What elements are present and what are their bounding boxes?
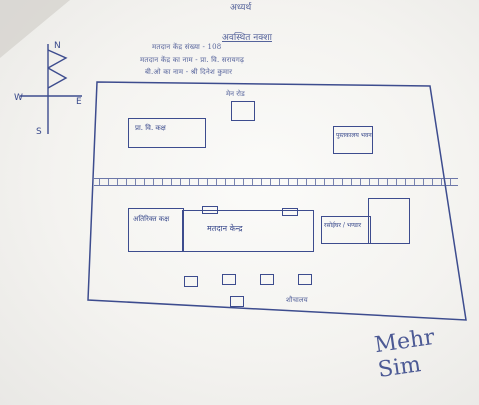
kitchen-room-label: रसोईघर / भण्डार	[324, 222, 362, 229]
toilet-block-5	[230, 296, 244, 307]
kitchen-annex	[368, 198, 410, 244]
polling-room: मतदान केन्द्र	[182, 210, 314, 252]
subtitle-line-2: मतदान केंद्र का नाम - प्रा. वि. सरायगढ़	[140, 56, 245, 64]
subtitle-line-1: मतदान केंद्र संख्या - 108	[152, 43, 222, 51]
compass-south: S	[36, 127, 42, 137]
additional-room: अतिरिक्त कक्ष	[128, 208, 184, 252]
compass-east: E	[76, 97, 82, 107]
compass-icon: N W E S	[14, 41, 82, 137]
toilet-block-3	[260, 274, 274, 285]
polling-room-label: मतदान केन्द्र	[207, 224, 243, 233]
toilet-block-1	[184, 276, 198, 287]
toilet-block-4	[298, 274, 312, 285]
toilet-block-2	[222, 274, 236, 285]
road-divider	[94, 178, 458, 186]
left-building-label: प्रा. वि. कक्ष	[135, 124, 166, 132]
top-box	[231, 101, 255, 121]
subtitle-line-3: बी.ओ का नाम - श्री दिनेश कुमार	[145, 68, 233, 76]
left-building: प्रा. वि. कक्ष	[128, 118, 206, 148]
kitchen-room: रसोईघर / भण्डार	[321, 216, 371, 244]
map-title: अवस्थित नक्शा	[222, 33, 272, 43]
door-left	[202, 206, 218, 214]
additional-room-label: अतिरिक्त कक्ष	[133, 215, 170, 223]
right-building-label: पुस्तकालय भवन	[336, 132, 372, 139]
folded-corner	[0, 0, 70, 58]
top-box-label: मेन रोड	[226, 90, 245, 98]
compass-north: N	[54, 41, 61, 51]
top-label: अध्यर्थ	[230, 3, 252, 13]
door-right	[282, 208, 298, 216]
right-building: पुस्तकालय भवन	[333, 126, 373, 154]
compass-west: W	[14, 93, 23, 103]
bottom-label: शौचालय	[286, 296, 308, 304]
